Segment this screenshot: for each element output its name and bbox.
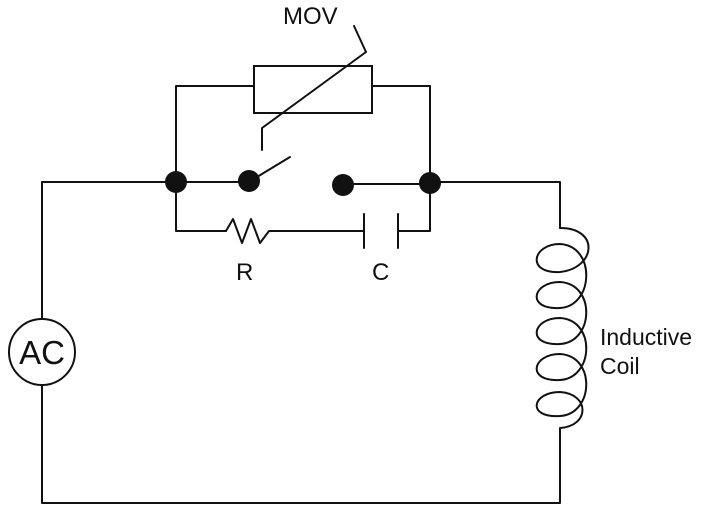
coil-label-line1: Inductive (600, 324, 692, 350)
switch-terminal-right (332, 174, 354, 196)
capacitor-label: C (372, 259, 389, 286)
inductive-coil: Inductive Coil (537, 228, 692, 448)
junction-node-left (165, 171, 187, 193)
resistor-symbol (226, 219, 364, 243)
mov-label: MOV (283, 3, 338, 30)
ac-source-label: AC (19, 334, 65, 371)
mov-branch: MOV (176, 3, 430, 182)
wire-right-top (430, 182, 560, 228)
wire-left-top (42, 182, 176, 319)
wire-mov-right (372, 86, 430, 182)
coil-label-line2: Coil (600, 353, 640, 379)
switch-terminal-left (238, 170, 260, 192)
coil-symbol (537, 228, 589, 448)
junction-node-right (419, 172, 441, 194)
resistor-label: R (236, 259, 253, 286)
wire-bottom (42, 386, 560, 503)
mov-label-leader (354, 26, 366, 52)
rc-branch: R C (176, 182, 430, 286)
ac-source: AC (9, 319, 75, 385)
wire-mov-left (176, 86, 254, 182)
